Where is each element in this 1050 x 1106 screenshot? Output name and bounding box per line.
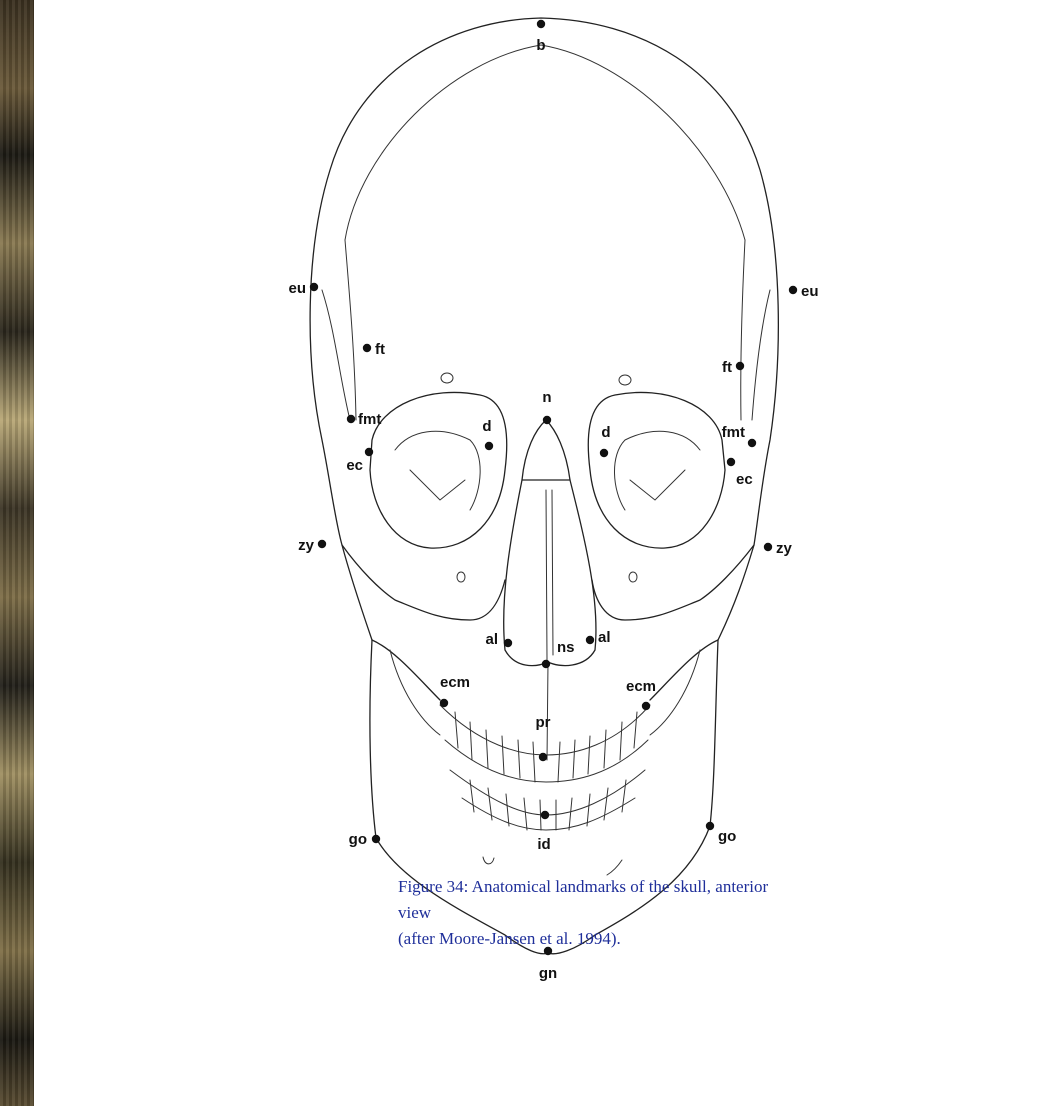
nasal-septum-2 xyxy=(552,490,553,655)
landmark-label-zy-l: zy xyxy=(776,540,793,557)
landmark-label-fmt-l: fmt xyxy=(722,424,745,441)
landmark-dot-zy-r xyxy=(318,540,326,548)
landmark-label-n: n xyxy=(542,389,551,406)
landmark-dot-ecm-l xyxy=(642,702,650,710)
landmark-dot-ns xyxy=(542,660,550,668)
landmark-dot-ft-r xyxy=(363,344,371,352)
orbit-right xyxy=(370,392,507,548)
landmark-label-ft-l: ft xyxy=(722,359,732,376)
landmark-dot-b xyxy=(537,20,545,28)
landmark-dot-n xyxy=(543,416,551,424)
caption-line-1: Figure 34: Anatomical landmarks of the s… xyxy=(398,874,918,900)
landmark-dot-eu-l xyxy=(789,286,797,294)
lower-teeth xyxy=(450,770,645,830)
zygomatic-right xyxy=(342,545,505,620)
caption-line-3: (after Moore-Jansen et al. 1994). xyxy=(398,926,918,952)
orbit-left xyxy=(588,392,725,548)
landmark-dot-ec-l xyxy=(727,458,735,466)
infraorbital-foramen-right xyxy=(457,572,465,582)
supraorbital-notch-left xyxy=(619,375,631,385)
landmark-dot-d-l xyxy=(600,449,608,457)
landmark-dot-ecm-r xyxy=(440,699,448,707)
landmark-dot-zy-l xyxy=(764,543,772,551)
landmark-dot-d-r xyxy=(485,442,493,450)
landmark-label-fmt-r: fmt xyxy=(358,411,381,428)
orbit-right-inner xyxy=(395,431,480,510)
landmark-label-d-l: d xyxy=(601,424,610,441)
landmark-label-eu-r: eu xyxy=(288,280,306,297)
nasal-bones xyxy=(522,420,570,480)
landmark-dot-ft-l xyxy=(736,362,744,370)
landmark-dot-go-r xyxy=(372,835,380,843)
landmark-label-ec-l: ec xyxy=(736,471,753,488)
caption-line-2: view xyxy=(398,900,918,926)
cranium-outline xyxy=(310,18,778,640)
landmark-label-al-l: al xyxy=(598,629,611,646)
landmark-label-al-r: al xyxy=(485,631,498,648)
landmark-dot-ec-r xyxy=(365,448,373,456)
landmark-dot-fmt-l xyxy=(748,439,756,447)
landmark-label-id: id xyxy=(537,836,550,853)
nasal-aperture xyxy=(504,480,596,666)
landmark-label-ns: ns xyxy=(557,639,575,656)
landmark-label-go-r: go xyxy=(349,831,367,848)
nasal-septum xyxy=(546,490,547,660)
mental-mark-left xyxy=(607,860,622,875)
orbit-left-inner xyxy=(614,431,700,510)
landmark-dot-pr xyxy=(539,753,547,761)
landmark-label-eu-l: eu xyxy=(801,283,819,300)
zygomatic-left xyxy=(592,545,754,620)
landmark-label-b: b xyxy=(536,37,545,54)
landmark-label-ecm-l: ecm xyxy=(626,678,656,695)
landmark-label-zy-r: zy xyxy=(298,537,315,554)
landmark-dot-eu-r xyxy=(310,283,318,291)
landmark-label-ft-r: ft xyxy=(375,341,385,358)
landmark-dot-go-l xyxy=(706,822,714,830)
landmark-label-d-r: d xyxy=(482,418,491,435)
vault-line-right xyxy=(322,290,350,420)
midline-philtrum xyxy=(547,662,548,760)
mental-mark-right xyxy=(483,857,494,864)
infraorbital-foramen-left xyxy=(629,572,637,582)
figure-caption: Figure 34: Anatomical landmarks of the s… xyxy=(398,874,918,952)
landmark-dot-id xyxy=(541,811,549,819)
landmark-label-ecm-r: ecm xyxy=(440,674,470,691)
landmark-dot-fmt-r xyxy=(347,415,355,423)
temporal-line-right xyxy=(345,240,356,420)
landmark-dot-al-l xyxy=(586,636,594,644)
landmark-label-ec-r: ec xyxy=(346,457,363,474)
landmark-label-pr: pr xyxy=(536,714,551,731)
landmark-label-go-l: go xyxy=(718,828,736,845)
landmark-label-gn: gn xyxy=(539,965,557,982)
landmark-dot-al-r xyxy=(504,639,512,647)
coronal-suture xyxy=(345,45,745,240)
temporal-line-left xyxy=(741,240,745,420)
vault-line-left xyxy=(752,290,770,420)
maxilla xyxy=(372,640,718,700)
supraorbital-notch-right xyxy=(441,373,453,383)
